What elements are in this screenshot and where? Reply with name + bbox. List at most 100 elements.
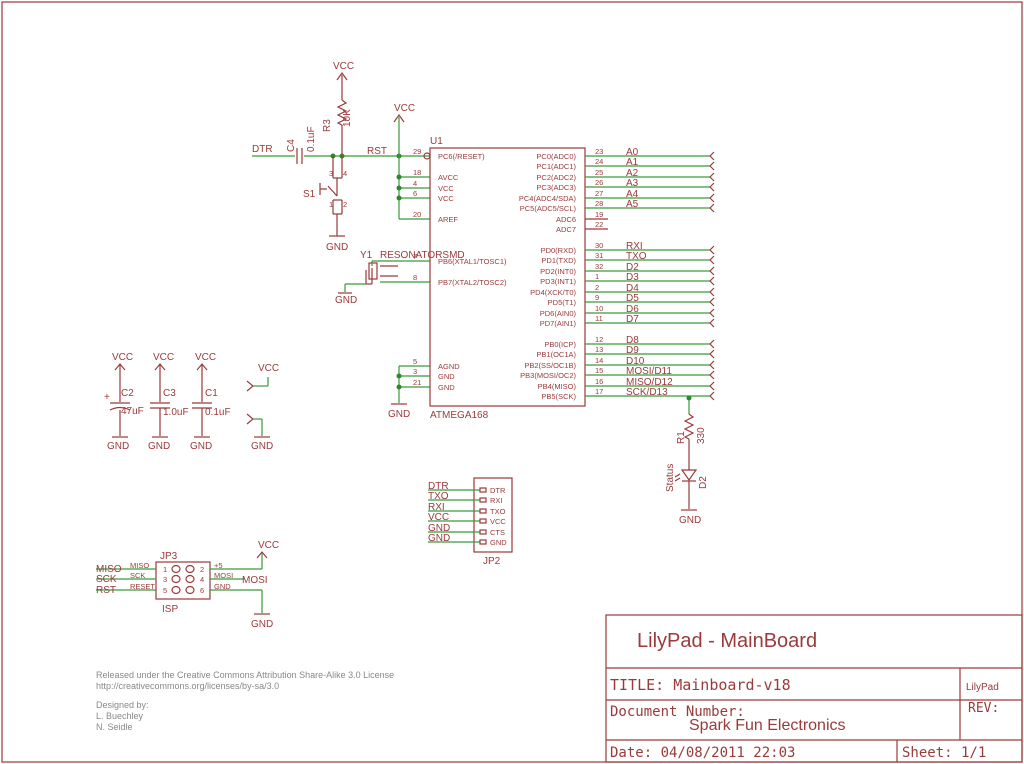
jp3-signal: RESET: [130, 582, 155, 591]
u1-pin-name: PC2(ADC2): [536, 173, 576, 182]
jp3-pad: [171, 574, 181, 584]
u1-pin-name: PD6(AIN0): [540, 309, 577, 318]
r1-value: 330: [696, 427, 707, 444]
u1-pin-number: 4: [413, 179, 417, 188]
c1-ref: C1: [205, 388, 218, 399]
u1-pin-number: 22: [595, 220, 603, 229]
net-port: [709, 339, 715, 349]
jp3-gnd-label: GND: [251, 619, 273, 630]
c2-vcc-label: VCC: [112, 352, 133, 363]
u1-left-pins: 29PC6(/RESET)18AVCC4VCC6VCC20AREF7PB6(XT…: [413, 147, 507, 392]
jp3-pin-number: 4: [200, 575, 204, 584]
u1-pin-name: PB0(ICP): [544, 340, 576, 349]
u1-pin-name: AVCC: [438, 173, 459, 182]
project-name: LilyPad: [966, 682, 999, 693]
r3-value: 10K: [342, 109, 353, 127]
rst-net-label: RST: [367, 146, 387, 157]
u1-pin-name: ADC7: [556, 225, 576, 234]
c2-gnd-label: GND: [107, 441, 129, 452]
net-port: [709, 370, 715, 380]
pad-gnd-label: GND: [251, 441, 273, 452]
jp3-signal: SCK: [130, 571, 145, 580]
d2-ref: D2: [698, 476, 709, 489]
u1-vcc-label: VCC: [394, 103, 415, 114]
u1-pin-number: 1: [595, 272, 599, 281]
u1-pin-number: 2: [595, 283, 599, 292]
u1-pin-name: PC5(ADC5/SCL): [520, 204, 577, 213]
u1-pin-name: VCC: [438, 194, 454, 203]
c3-ref: C3: [163, 388, 176, 399]
net-label: D7: [626, 314, 639, 325]
designed-by-label: Designed by:: [96, 700, 149, 710]
jp3-pad: [171, 585, 181, 595]
jp2-pin: [479, 497, 487, 503]
net-port: [709, 255, 715, 265]
net-port: [709, 391, 715, 401]
net-label: D10: [626, 356, 645, 367]
u1-pin-number: 3: [413, 367, 417, 376]
svg-text:2: 2: [343, 200, 347, 209]
net-port: [709, 287, 715, 297]
u1-pin-number: 7: [413, 252, 417, 261]
c4-ref: C4: [286, 139, 297, 152]
net-port: [709, 182, 715, 192]
r1-ref: R1: [676, 431, 687, 444]
net-label: A1: [626, 157, 639, 168]
u1-pin-number: 12: [595, 335, 603, 344]
rev-label: REV:: [968, 701, 999, 716]
u1-pin-name: PD0(RXD): [541, 246, 577, 255]
license-block: Released under the Creative Commons Attr…: [96, 670, 394, 732]
jp3-signal: MOSI: [214, 571, 233, 580]
jp3-signal: GND: [214, 582, 231, 591]
u1-pin-number: 26: [595, 178, 603, 187]
u1-pin-number: 31: [595, 251, 603, 260]
net-port: [709, 276, 715, 286]
jp3-pad: [171, 564, 181, 574]
u1-pin-name: PC6(/RESET): [438, 152, 485, 161]
u1-pin-name: PB1(OC1A): [536, 350, 576, 359]
c2-capacitor: VCC + C2 47uF GND: [104, 352, 144, 452]
jp2-pin-name: CTS: [490, 528, 505, 537]
s1-gnd-label: GND: [326, 242, 348, 253]
jp3-pin-number: 1: [163, 565, 167, 574]
net-label: A0: [626, 147, 639, 158]
net-label: A4: [626, 189, 639, 200]
net-label: D6: [626, 304, 639, 315]
y1-gnd-label: GND: [335, 295, 357, 306]
u1-pin-number: 23: [595, 147, 603, 156]
jp2-pin: [479, 487, 487, 493]
u1-pin-number: 5: [413, 357, 417, 366]
net-port: [709, 203, 715, 213]
u1-body: [429, 147, 586, 407]
c4-value: 0.1uF: [306, 126, 317, 152]
jp3-pin-number: 2: [200, 565, 204, 574]
jp3-ref: JP3: [160, 551, 178, 562]
u1-pin-number: 24: [595, 157, 603, 166]
d2-value: Status: [665, 464, 676, 492]
jp3-net-label: MISO: [96, 564, 122, 575]
net-port: [709, 308, 715, 318]
docnum-label: Document Number:: [610, 704, 745, 720]
jp2-net-label: RXI: [428, 502, 445, 513]
jp2-pin-name: TXO: [490, 507, 506, 516]
c3-capacitor: VCC C3 1.0uF GND: [148, 352, 189, 452]
r3-resistor: [336, 99, 348, 126]
u1-pin-name: PD3(INT1): [540, 277, 576, 286]
sheet-field: Sheet: 1/1: [902, 745, 986, 761]
jp2-pin-name: RXI: [490, 496, 503, 505]
jp3-vcc-label: VCC: [258, 540, 279, 551]
jp3-signal: +5: [214, 561, 223, 570]
board-name: LilyPad - MainBoard: [637, 630, 817, 652]
net-label: SCK/D13: [626, 387, 668, 398]
designer-2: N. Seidle: [96, 722, 133, 732]
net-port: [709, 318, 715, 328]
jp2-net-label: GND: [428, 533, 450, 544]
u1-pin-name: PD7(AIN1): [540, 319, 577, 328]
net-label: MISO/D12: [626, 377, 673, 388]
net-port: [709, 297, 715, 307]
jp2-pin: [479, 529, 487, 535]
c1-gnd-label: GND: [190, 441, 212, 452]
jp2-pin: [479, 518, 487, 524]
